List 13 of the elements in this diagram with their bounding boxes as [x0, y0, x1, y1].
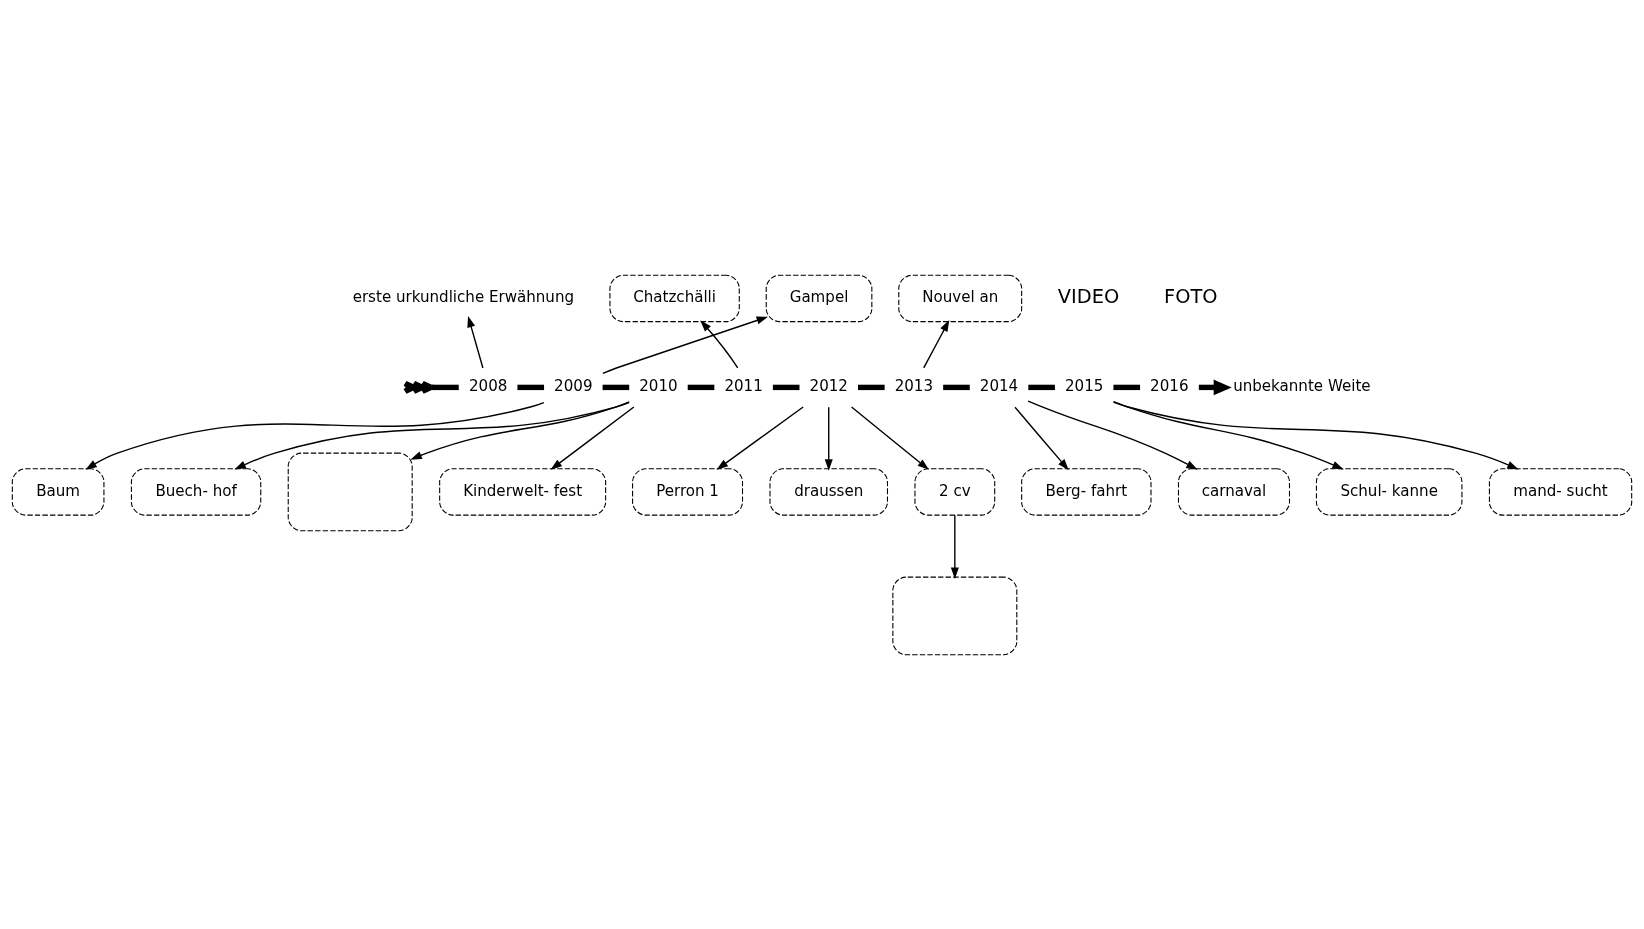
node-text: 2014	[979, 376, 1019, 395]
label: VIDEO	[1057, 284, 1120, 308]
node-text: 2015	[1064, 376, 1104, 395]
node-text: erste urkundliche Erwähnung	[352, 287, 575, 306]
node-text: unbekannte Weite	[1233, 376, 1371, 395]
node-text: 2009	[554, 376, 593, 395]
node-text: 2016	[1150, 376, 1189, 395]
node-text: 2010	[639, 376, 678, 395]
node-text: 2013	[894, 376, 934, 395]
node-text: 2011	[724, 376, 763, 395]
node-text: 2008	[468, 376, 508, 395]
label: FOTO	[1164, 284, 1218, 308]
node-text: 2012	[809, 376, 848, 395]
